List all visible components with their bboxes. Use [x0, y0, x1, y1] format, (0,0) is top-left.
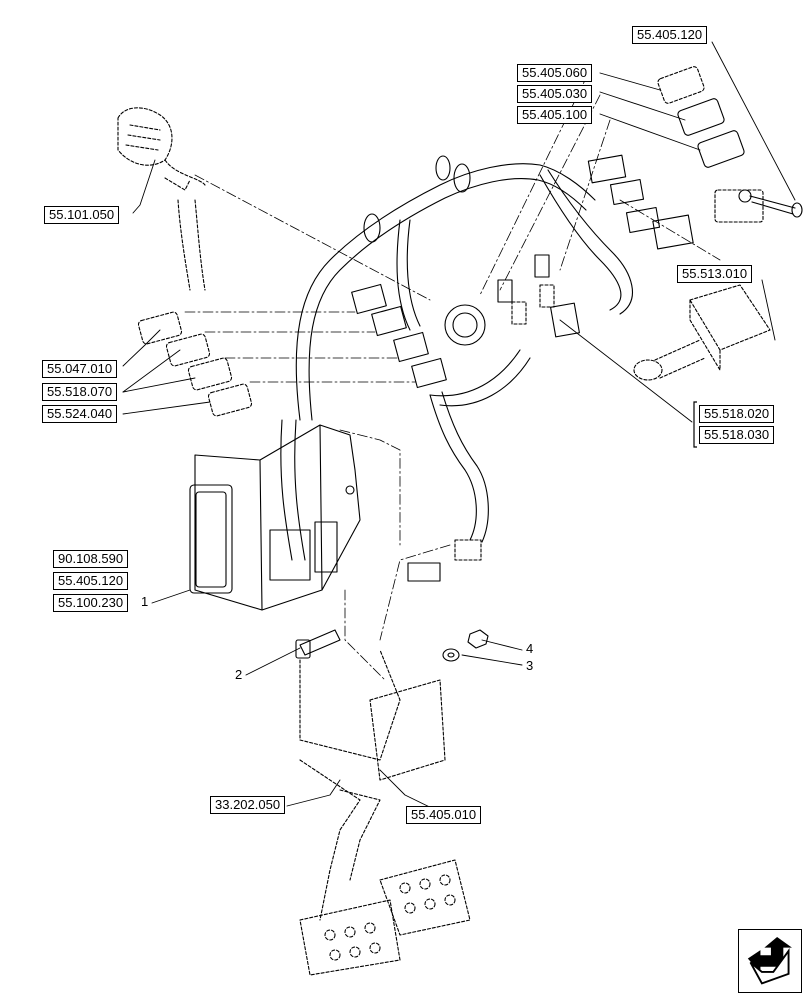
- callout-2: 2: [235, 667, 243, 682]
- center-connectors: [351, 254, 580, 389]
- top-left-plug: [117, 107, 206, 291]
- ref-55-047-010[interactable]: 55.047.010: [42, 360, 118, 378]
- ref-55-101-050[interactable]: 55.101.050: [44, 206, 120, 224]
- right-lower-switch: [633, 284, 771, 381]
- right-switch-cluster: [587, 66, 803, 250]
- ref-55-513-010[interactable]: 55.513.010: [677, 265, 753, 283]
- left-switch-modules: [137, 311, 253, 417]
- hardware: [295, 629, 489, 662]
- main-harness: [280, 155, 633, 561]
- ref-55-405-060[interactable]: 55.405.060: [517, 64, 593, 82]
- ref-55-405-010[interactable]: 55.405.010: [406, 806, 482, 824]
- callout-3: 3: [526, 658, 534, 673]
- callout-4: 4: [526, 641, 534, 656]
- ref-55-524-040[interactable]: 55.524.040: [42, 405, 118, 423]
- lower-connector: [407, 539, 482, 582]
- ref-55-100-230[interactable]: 55.100.230: [53, 594, 129, 612]
- ref-33-202-050[interactable]: 33.202.050: [210, 796, 286, 814]
- projection-lines: [184, 69, 721, 681]
- ref-55-405-120-top[interactable]: 55.405.120: [632, 26, 708, 44]
- ref-55-405-100[interactable]: 55.405.100: [517, 106, 593, 124]
- ref-55-405-120-mid[interactable]: 55.405.120: [53, 572, 129, 590]
- pedal-assembly: [299, 649, 471, 976]
- leader-lines: [122, 41, 796, 816]
- next-page-arrow-icon[interactable]: [738, 929, 802, 993]
- ref-90-108-590[interactable]: 90.108.590: [53, 550, 129, 568]
- ref-55-518-030[interactable]: 55.518.030: [699, 426, 775, 444]
- control-unit: [189, 424, 361, 611]
- ref-55-518-070[interactable]: 55.518.070: [42, 383, 118, 401]
- ref-bracket: [693, 401, 697, 448]
- ref-55-518-020[interactable]: 55.518.020: [699, 405, 775, 423]
- ref-55-405-030[interactable]: 55.405.030: [517, 85, 593, 103]
- callout-1: 1: [141, 594, 149, 609]
